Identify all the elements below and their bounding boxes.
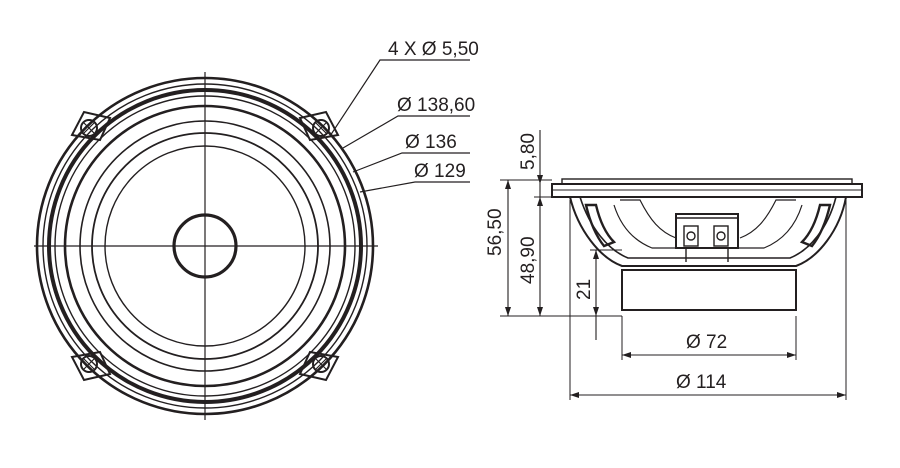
basket-window-right — [799, 203, 832, 248]
dim-flange-thickness: 5,80 — [518, 133, 539, 170]
vertical-dimension-lines — [507, 130, 597, 340]
dim-basket-diameter: Ø 114 — [676, 372, 727, 393]
callout-mounting-holes: 4 X Ø 5,50 — [388, 39, 479, 60]
surround-inner-ring — [79, 120, 331, 372]
cone-inner-ring — [104, 145, 306, 347]
dim-magnet-height: 21 — [574, 279, 595, 300]
terminal-block — [675, 213, 739, 262]
dim-magnet-diameter: Ø 72 — [686, 332, 727, 353]
basket-window-left — [584, 203, 617, 248]
side-view: 5,80 56,50 48,90 21 Ø 72 Ø 114 — [485, 130, 863, 400]
leader-cutout-diameter — [359, 181, 470, 193]
mounting-hole-top-left — [80, 119, 98, 137]
leader-frame-diameter — [342, 115, 470, 149]
mounting-hole-top-right — [312, 119, 330, 137]
leader-mounting-holes — [329, 59, 470, 137]
basket-outline — [569, 196, 847, 267]
mounting-ear-bottom-left — [70, 350, 112, 382]
frame-ring-4 — [54, 95, 356, 397]
frame-ring-2 — [42, 83, 368, 409]
mounting-ear-bottom-right — [298, 350, 340, 382]
mounting-hole-bottom-right — [312, 355, 330, 373]
magnet — [621, 269, 797, 311]
gasket-ring — [47, 88, 363, 404]
leader-mounting-diameter — [352, 152, 470, 173]
surround-outer-ring — [63, 104, 347, 388]
dimension-arrowheads — [505, 175, 846, 398]
flange-lip — [561, 178, 853, 185]
mounting-hole-bottom-left — [80, 355, 98, 373]
mounting-ear-top-right — [298, 110, 340, 142]
dim-total-depth: 56,50 — [485, 208, 506, 256]
front-leader-lines — [329, 59, 470, 193]
horizontal-dimension-lines — [570, 354, 846, 396]
callout-frame-diameter: Ø 138,60 — [397, 95, 475, 116]
callout-cutout-diameter: Ø 129 — [414, 161, 466, 182]
callout-mounting-diameter: Ø 136 — [405, 132, 457, 153]
mounting-ear-top-left — [70, 110, 112, 142]
cone-outer-ring — [91, 132, 319, 360]
front-view: 4 X Ø 5,50 Ø 138,60 Ø 136 Ø 129 — [34, 39, 479, 420]
dim-mount-depth: 48,90 — [518, 236, 539, 284]
dust-cap — [172, 213, 238, 279]
side-extension-lines — [500, 179, 847, 400]
outer-frame-ring — [35, 76, 375, 416]
